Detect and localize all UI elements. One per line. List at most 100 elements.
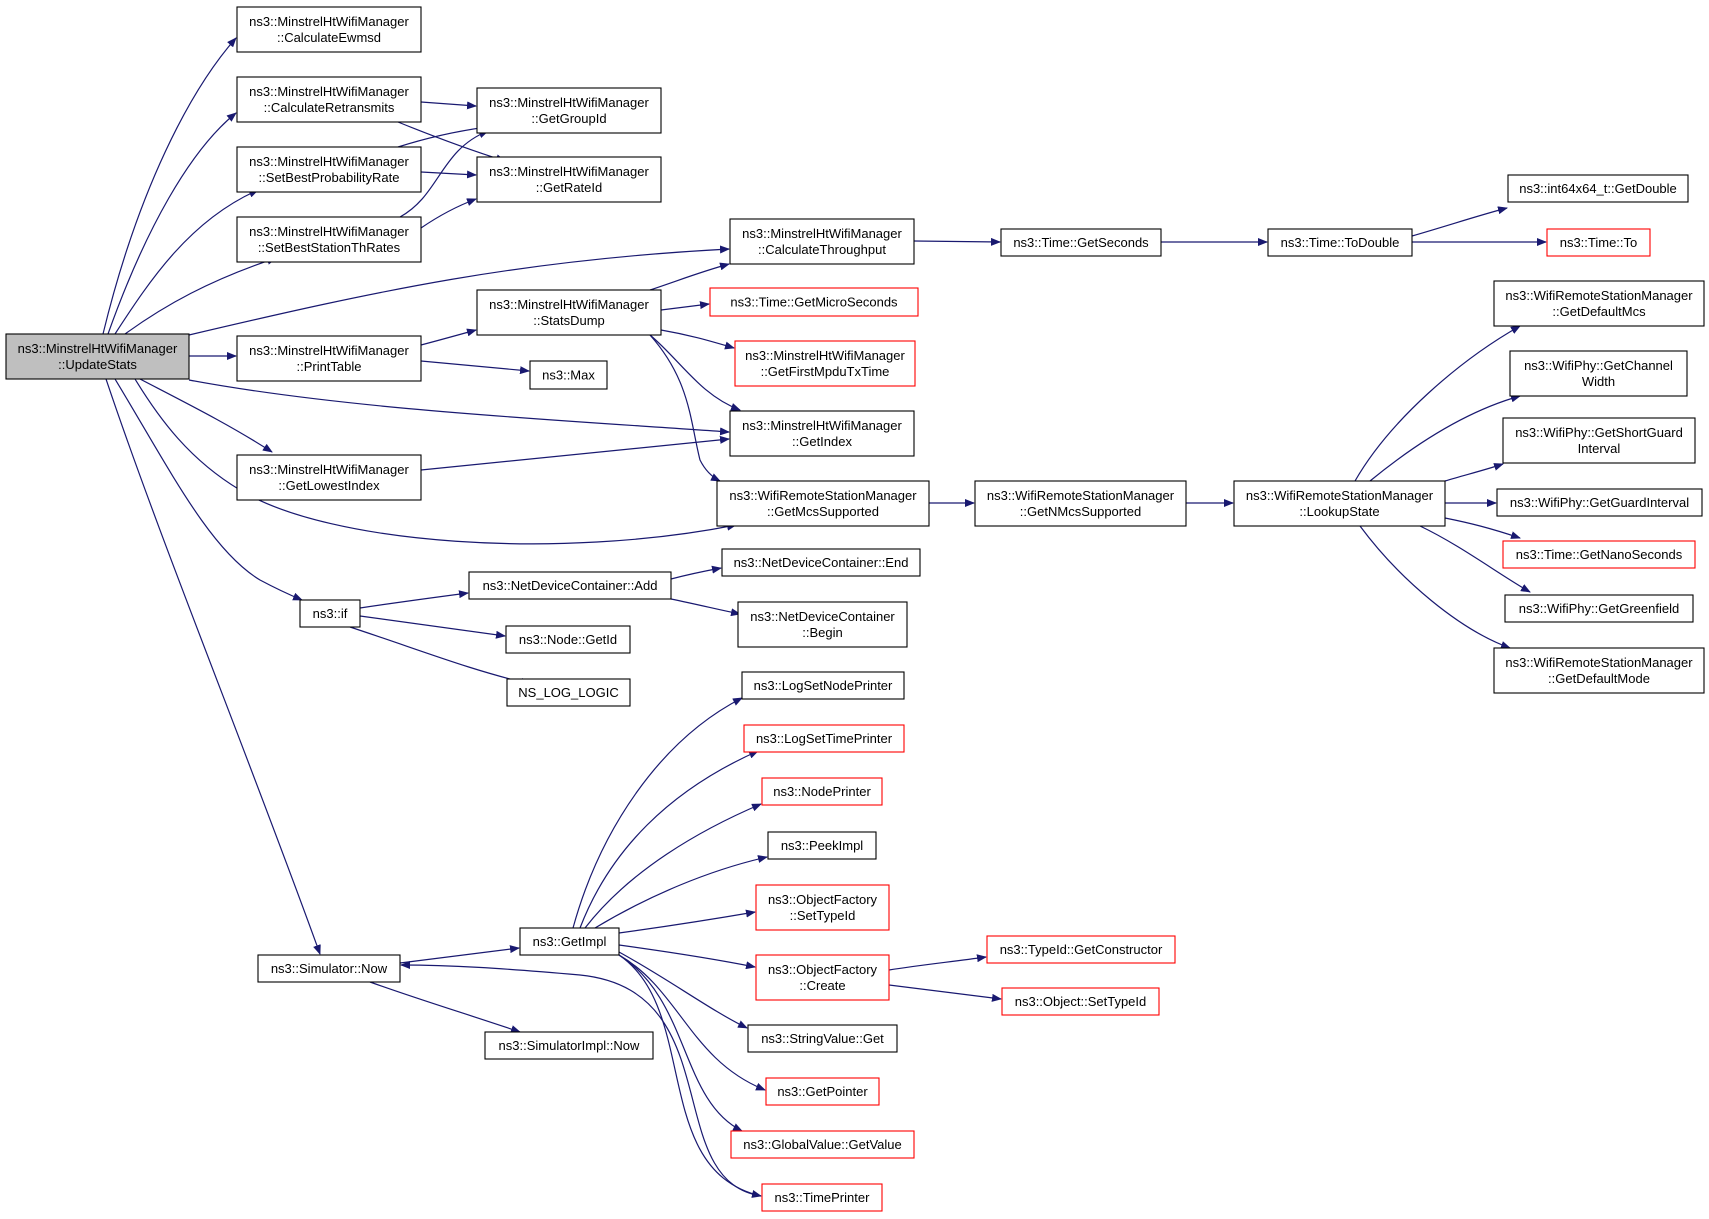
edge-set-best-station-to-get-group-id (399, 130, 489, 218)
node-ndc-add[interactable]: ns3::NetDeviceContainer::Add (468, 571, 672, 600)
node-label: ::GetFirstMpduTxTime (761, 364, 890, 379)
node-node-getid[interactable]: ns3::Node::GetId (505, 625, 631, 654)
node-label: ns3::WifiPhy::GetGuardInterval (1510, 495, 1689, 510)
node-label: ns3::PeekImpl (781, 838, 863, 853)
node-first-mpdu[interactable]: ns3::MinstrelHtWifiManager::GetFirstMpdu… (734, 340, 916, 387)
edge-print-table-to-stats-dump (420, 328, 477, 346)
node-max[interactable]: ns3::Max (529, 360, 608, 390)
node-box (974, 480, 1187, 527)
node-lookup-state[interactable]: ns3::WifiRemoteStationManager::LookupSta… (1233, 480, 1446, 527)
node-to-double[interactable]: ns3::Time::ToDouble (1267, 228, 1413, 257)
node-label: ns3::Time::ToDouble (1281, 235, 1400, 250)
node-print-table[interactable]: ns3::MinstrelHtWifiManager::PrintTable (236, 335, 422, 382)
node-ndc-end[interactable]: ns3::NetDeviceContainer::End (721, 548, 921, 577)
node-time-printer[interactable]: ns3::TimePrinter (761, 1183, 883, 1212)
edge-lookup-state-to-greenfield (1419, 525, 1531, 593)
node-global-get[interactable]: ns3::GlobalValue::GetValue (730, 1130, 915, 1159)
node-box (1001, 987, 1160, 1016)
node-label: ns3::GetImpl (533, 934, 607, 949)
edge-get-impl-to-log-time (579, 750, 759, 929)
node-box (236, 76, 422, 123)
node-set-best-station[interactable]: ns3::MinstrelHtWifiManager::SetBestStati… (236, 216, 422, 263)
node-get-rate-id[interactable]: ns3::MinstrelHtWifiManager::GetRateId (476, 156, 662, 203)
node-label: ns3::MinstrelHtWifiManager (489, 164, 649, 179)
node-get-double[interactable]: ns3::int64x64_t::GetDouble (1507, 174, 1689, 203)
node-label: ns3::int64x64_t::GetDouble (1519, 181, 1677, 196)
node-label: ns3::WifiPhy::GetShortGuard (1515, 425, 1683, 440)
edge-ns3-if-to-ndc-add (359, 590, 469, 609)
edge-of-create-to-get-constructor (888, 954, 987, 971)
node-greenfield[interactable]: ns3::WifiPhy::GetGreenfield (1504, 594, 1694, 623)
node-box (737, 601, 908, 648)
node-label: ns3::GetPointer (777, 1084, 868, 1099)
call-edges (102, 37, 1547, 1198)
node-mcs-supported[interactable]: ns3::WifiRemoteStationManager::GetMcsSup… (716, 480, 930, 527)
edge-lookup-state-to-channel-width (1369, 394, 1521, 482)
node-peek-impl[interactable]: ns3::PeekImpl (767, 831, 877, 860)
node-ns3-if[interactable]: ns3::if (299, 599, 361, 628)
edge-get-impl-to-get-pointer (618, 954, 766, 1091)
node-obj-settypeid[interactable]: ns3::Object::SetTypeId (1001, 987, 1160, 1016)
node-sim-now[interactable]: ns3::Simulator::Now (257, 954, 401, 983)
node-label: ::GetGroupId (531, 111, 606, 126)
node-get-pointer[interactable]: ns3::GetPointer (765, 1077, 880, 1106)
node-ns-log[interactable]: NS_LOG_LOGIC (506, 678, 631, 707)
node-update-stats[interactable]: ns3::MinstrelHtWifiManager::UpdateStats (5, 333, 190, 380)
node-box (468, 571, 672, 600)
edge-lookup-state-to-nano (1444, 517, 1521, 539)
node-time-to[interactable]: ns3::Time::To (1546, 228, 1651, 257)
edge-get-impl-to-global-get (618, 954, 743, 1132)
node-label: ns3::Node::GetId (519, 632, 617, 647)
node-get-constructor[interactable]: ns3::TypeId::GetConstructor (986, 935, 1176, 964)
node-get-group-id[interactable]: ns3::MinstrelHtWifiManager::GetGroupId (476, 87, 662, 134)
node-calc-retransmits[interactable]: ns3::MinstrelHtWifiManager::CalculateRet… (236, 76, 422, 123)
node-log-node[interactable]: ns3::LogSetNodePrinter (741, 671, 905, 700)
node-label: ::GetIndex (792, 434, 852, 449)
node-label: ns3::NodePrinter (773, 784, 871, 799)
node-of-create[interactable]: ns3::ObjectFactory::Create (755, 954, 890, 1001)
node-default-mode[interactable]: ns3::WifiRemoteStationManager::GetDefaul… (1493, 647, 1705, 694)
edge-update-stats-to-sim-now (105, 378, 321, 955)
node-get-impl[interactable]: ns3::GetImpl (519, 927, 620, 956)
node-box (299, 599, 361, 628)
node-default-mcs[interactable]: ns3::WifiRemoteStationManager::GetDefaul… (1493, 280, 1705, 327)
node-ndc-begin[interactable]: ns3::NetDeviceContainer::Begin (737, 601, 908, 648)
node-label: ns3::MinstrelHtWifiManager (489, 95, 649, 110)
node-guard-interval[interactable]: ns3::WifiPhy::GetGuardInterval (1496, 488, 1703, 517)
node-box (5, 333, 190, 380)
node-calc-ewmsd[interactable]: ns3::MinstrelHtWifiManager::CalculateEwm… (236, 6, 422, 53)
node-box (755, 954, 890, 1001)
node-box (765, 1077, 880, 1106)
edge-calc-retransmits-to-get-group-id (420, 101, 477, 110)
node-log-time[interactable]: ns3::LogSetTimePrinter (743, 724, 905, 753)
node-box (236, 216, 422, 263)
edge-print-table-to-max (420, 360, 530, 375)
node-set-best-prob[interactable]: ns3::MinstrelHtWifiManager::SetBestProba… (236, 146, 422, 193)
node-box (1502, 417, 1696, 464)
node-label: ns3::LogSetTimePrinter (756, 731, 893, 746)
node-box (505, 625, 631, 654)
node-of-settypeid[interactable]: ns3::ObjectFactory::SetTypeId (755, 884, 890, 931)
node-box (986, 935, 1176, 964)
node-n-mcs[interactable]: ns3::WifiRemoteStationManager::GetNMcsSu… (974, 480, 1187, 527)
node-get-seconds[interactable]: ns3::Time::GetSeconds (1000, 228, 1162, 257)
node-box (761, 777, 883, 806)
node-box (730, 1130, 915, 1159)
edge-update-stats-to-calc-throughput (188, 245, 730, 336)
node-simimpl-now[interactable]: ns3::SimulatorImpl::Now (484, 1031, 654, 1060)
edge-update-stats-to-calc-ewmsd (102, 37, 237, 335)
node-get-lowest[interactable]: ns3::MinstrelHtWifiManager::GetLowestInd… (236, 454, 422, 501)
node-node-printer[interactable]: ns3::NodePrinter (761, 777, 883, 806)
node-label: ::GetLowestIndex (278, 478, 380, 493)
node-string-get[interactable]: ns3::StringValue::Get (747, 1024, 898, 1053)
edge-sim-now-to-simimpl-now (369, 981, 521, 1033)
node-get-micro[interactable]: ns3::Time::GetMicroSeconds (709, 287, 919, 317)
node-label: ::GetDefaultMcs (1552, 304, 1646, 319)
edge-stats-dump-to-get-index (649, 334, 741, 411)
node-calc-throughput[interactable]: ns3::MinstrelHtWifiManager::CalculateThr… (729, 218, 915, 265)
node-nano[interactable]: ns3::Time::GetNanoSeconds (1502, 540, 1696, 569)
node-stats-dump[interactable]: ns3::MinstrelHtWifiManager::StatsDump (476, 289, 662, 336)
node-get-index[interactable]: ns3::MinstrelHtWifiManager::GetIndex (729, 410, 915, 457)
